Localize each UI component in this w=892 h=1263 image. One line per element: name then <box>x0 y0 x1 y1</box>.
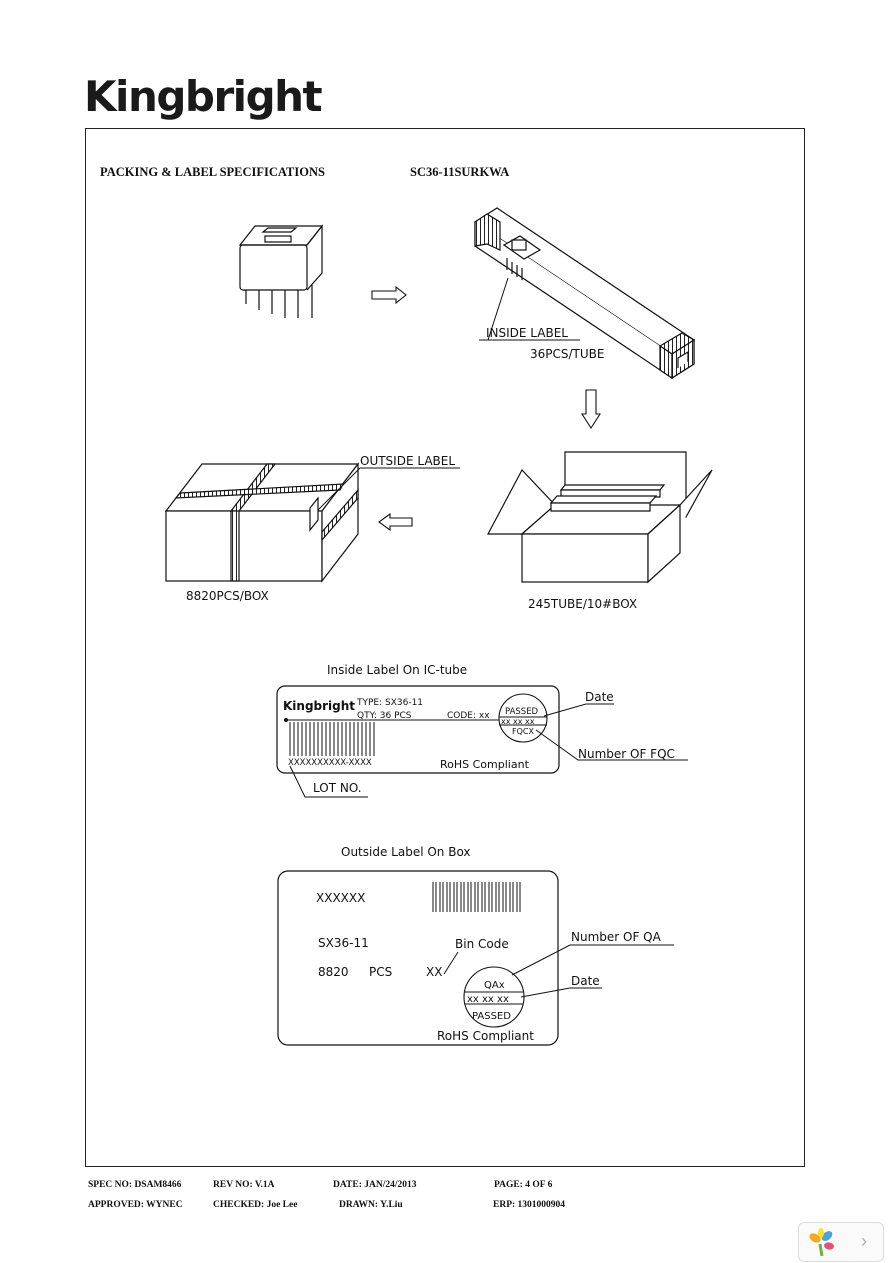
outside-date-code: xx xx xx <box>467 994 509 1005</box>
tube-qty-text: 36PCS/TUBE <box>530 347 604 361</box>
tube-box-text: 245TUBE/10#BOX <box>528 597 637 611</box>
viewer-widget[interactable]: › <box>798 1222 884 1262</box>
callout-fqc: Number OF FQC <box>578 747 675 761</box>
open-carton <box>487 451 713 584</box>
arrow-left-icon <box>378 512 413 532</box>
outside-label-text: OUTSIDE LABEL <box>360 454 455 468</box>
footer-checked: CHECKED: Joe Lee <box>213 1200 298 1210</box>
callout-date-outside: Date <box>571 974 600 988</box>
part-number: SC36-11SURKWA <box>410 165 510 179</box>
inside-label-caption: Inside Label On IC-tube <box>327 663 467 677</box>
outside-passed-text: PASSED <box>472 1011 511 1022</box>
arrow-right-icon <box>371 285 407 305</box>
callout-date-inside: Date <box>585 690 614 704</box>
page-frame <box>85 128 805 1167</box>
kingbright-logo: Kingbright <box>84 72 323 121</box>
inside-passed-stamp <box>498 693 548 743</box>
outside-barcode <box>432 882 521 912</box>
footer-drawn: DRAWN: Y.Liu <box>339 1200 403 1210</box>
outside-label-caption: Outside Label On Box <box>341 845 471 859</box>
footer-approved: APPROVED: WYNEC <box>88 1200 183 1210</box>
outside-bin-label: Bin Code <box>455 937 509 951</box>
outside-code: XXXXXX <box>316 891 365 905</box>
inside-fqc-text: FQCX <box>512 727 534 736</box>
ic-tube <box>473 207 696 380</box>
inside-code-line: CODE: xx <box>447 711 490 721</box>
outside-qty: 8820 <box>318 965 349 979</box>
outside-type: SX36-11 <box>318 936 369 950</box>
led-display-part <box>238 224 324 318</box>
footer-erp: ERP: 1301000904 <box>493 1200 566 1210</box>
outside-qa-text: QAx <box>484 980 505 991</box>
footer-rev-no: REV NO: V.1A <box>213 1180 275 1190</box>
callout-qa: Number OF QA <box>571 930 662 944</box>
arrow-down-icon <box>580 389 602 430</box>
footer-date: DATE: JAN/24/2013 <box>333 1180 417 1190</box>
closed-box <box>164 462 360 583</box>
footer-spec-no: SPEC NO: DSAM8466 <box>88 1180 182 1190</box>
inside-passed-text: PASSED <box>505 707 539 717</box>
inside-card-logo: Kingbright <box>283 699 355 713</box>
inside-lot-pattern: XXXXXXXXXX-XXXX <box>288 758 372 768</box>
inside-label-text: INSIDE LABEL <box>486 326 568 340</box>
callout-lot: LOT NO. <box>313 781 362 795</box>
footer-page: PAGE: 4 OF 6 <box>494 1180 553 1190</box>
inside-barcode <box>289 722 375 756</box>
outside-qty-unit: PCS <box>369 965 392 979</box>
inside-qty-line: QTY: 36 PCS <box>357 711 412 721</box>
inside-type-line: TYPE: SX36-11 <box>356 698 423 708</box>
outside-passed-stamp <box>463 966 525 1028</box>
section-title: PACKING & LABEL SPECIFICATIONS <box>100 165 325 179</box>
inside-rohs: RoHS Compliant <box>440 758 530 771</box>
inside-date-code: xx xx xx <box>501 717 535 726</box>
chevron-right-icon[interactable]: › <box>861 1231 867 1251</box>
box-qty-text: 8820PCS/BOX <box>186 589 269 603</box>
outside-rohs: RoHS Compliant <box>437 1029 534 1043</box>
outside-bin-value: XX <box>426 965 442 979</box>
outside-label-leader <box>317 467 460 511</box>
colorful-leaf-logo-icon <box>809 1228 834 1257</box>
inside-label-card <box>276 685 560 774</box>
